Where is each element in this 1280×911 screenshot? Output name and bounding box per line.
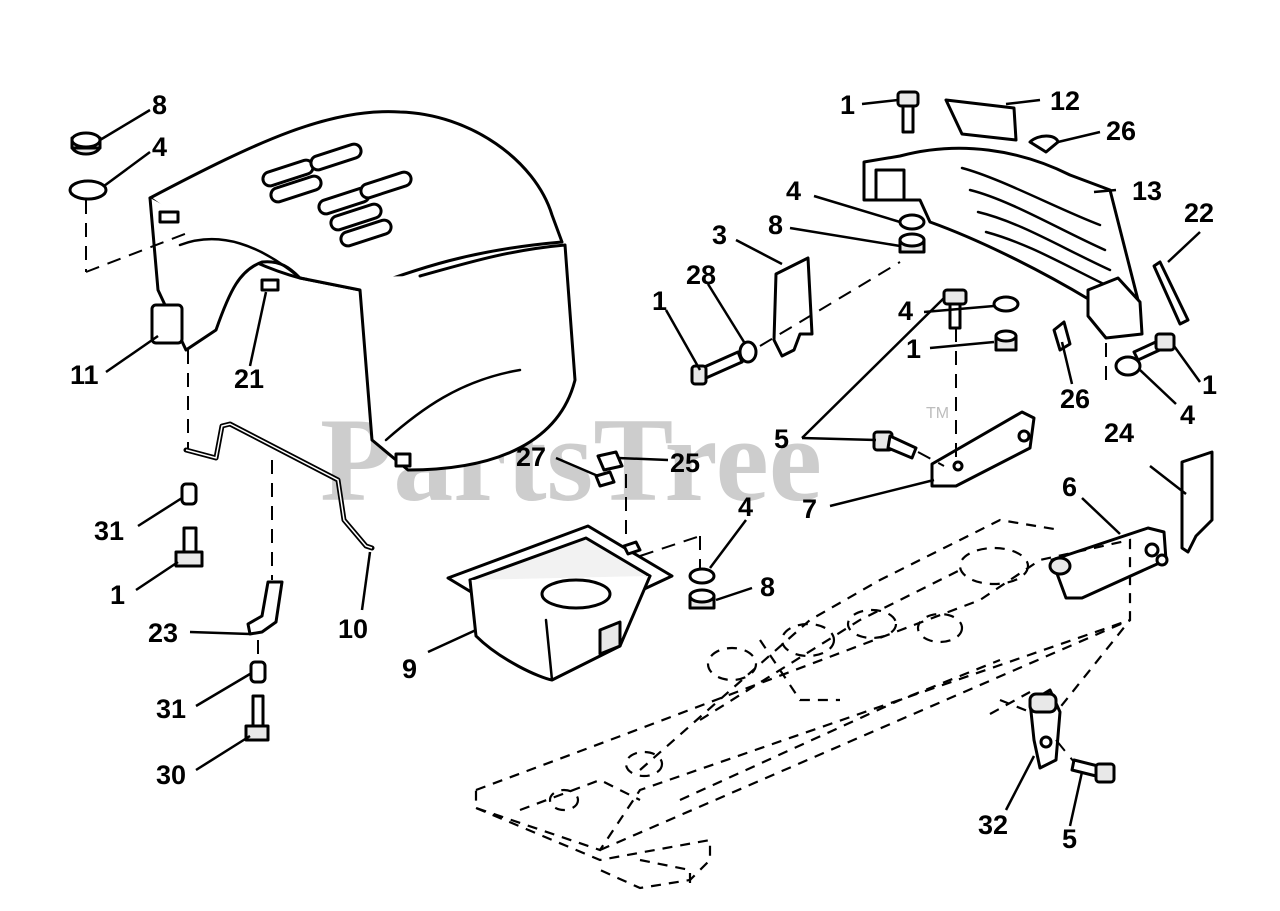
- callout-28: 28: [686, 260, 716, 290]
- callout-26: 26: [1106, 116, 1136, 146]
- tray-washer: [688, 567, 716, 585]
- watermark-trademark: TM: [926, 405, 949, 422]
- leader-lines: [99, 98, 1202, 827]
- callout-22: 22: [1184, 198, 1214, 228]
- callout-1: 1: [840, 90, 855, 120]
- grille-lockwasher: [738, 340, 758, 364]
- hood-vents: [261, 142, 413, 248]
- hood-nut: [70, 131, 102, 156]
- frame-outline: [474, 518, 1132, 890]
- tray-nut: [688, 588, 716, 610]
- grille-washer: [898, 213, 926, 231]
- callout-12: 12: [1050, 86, 1080, 116]
- hood-hinge-bracket-right: [1048, 526, 1169, 600]
- grille-nut: [898, 232, 926, 254]
- hood-screw: [244, 694, 270, 742]
- callout-25: 25: [670, 448, 700, 478]
- callout-9: 9: [402, 654, 417, 684]
- callout-31: 31: [156, 694, 186, 724]
- hood-side-plate: [1180, 450, 1214, 554]
- grille: [862, 146, 1144, 340]
- hood-washer: [68, 179, 108, 201]
- callout-7: 7: [802, 494, 817, 524]
- spacer-upper: [180, 482, 198, 506]
- callout-8: 8: [768, 210, 783, 240]
- grille-clip-top: [1028, 134, 1060, 154]
- callout-13: 13: [1132, 176, 1162, 206]
- callout-1: 1: [652, 286, 667, 316]
- hinge-bolt-horizontal: [872, 430, 918, 460]
- callout-4: 4: [152, 132, 167, 162]
- callout-labels: 8 4 11 21 31 1 10 23 31 30 1 12 26 13 4 …: [70, 86, 1217, 854]
- grille-bolt-top: [896, 90, 920, 134]
- grille-washer-right: [1114, 355, 1142, 377]
- frame-bolt: [1070, 758, 1116, 784]
- callout-11: 11: [70, 360, 99, 390]
- grille-bracket: [772, 256, 814, 358]
- hood-bracket: [246, 580, 284, 636]
- battery-tray: [446, 524, 674, 682]
- hood-hinge-bracket: [930, 410, 1036, 488]
- callout-21: 21: [234, 364, 264, 394]
- callout-1: 1: [110, 580, 125, 610]
- callout-10: 10: [338, 614, 368, 644]
- tray-clip-25: [596, 450, 624, 472]
- hood-bolt: [174, 526, 204, 568]
- callout-4: 4: [786, 176, 801, 206]
- hood: [148, 110, 577, 472]
- grille-plate: [944, 98, 1018, 142]
- hinge-bolt-vertical: [942, 288, 968, 330]
- frame-bracket: [1028, 688, 1062, 770]
- callout-3: 3: [712, 220, 727, 250]
- callout-26: 26: [1060, 384, 1090, 414]
- callout-8: 8: [152, 90, 167, 120]
- grille-clip-lower: [1052, 320, 1072, 352]
- callout-31: 31: [94, 516, 124, 546]
- grille-nut-lower: [994, 329, 1018, 352]
- callout-24: 24: [1104, 418, 1134, 448]
- callout-27: 27: [516, 442, 546, 472]
- spacer-lower: [249, 660, 267, 684]
- callout-1: 1: [906, 334, 921, 364]
- grille-bolt-right: [1132, 332, 1176, 362]
- callout-6: 6: [1062, 472, 1077, 502]
- callout-5: 5: [774, 424, 789, 454]
- callout-23: 23: [148, 618, 178, 648]
- callout-4: 4: [738, 492, 753, 522]
- callout-30: 30: [156, 760, 186, 790]
- callout-32: 32: [978, 810, 1008, 840]
- tray-clip-27: [594, 470, 616, 488]
- grille-strip: [1152, 260, 1190, 326]
- bumper-block: [150, 303, 184, 345]
- callout-8: 8: [760, 572, 775, 602]
- grille-washer-lower: [992, 295, 1020, 313]
- callout-1: 1: [1202, 370, 1217, 400]
- callout-4: 4: [898, 296, 913, 326]
- callout-4: 4: [1180, 400, 1195, 430]
- grille-bolt-left: [690, 350, 744, 386]
- callout-5: 5: [1062, 824, 1077, 854]
